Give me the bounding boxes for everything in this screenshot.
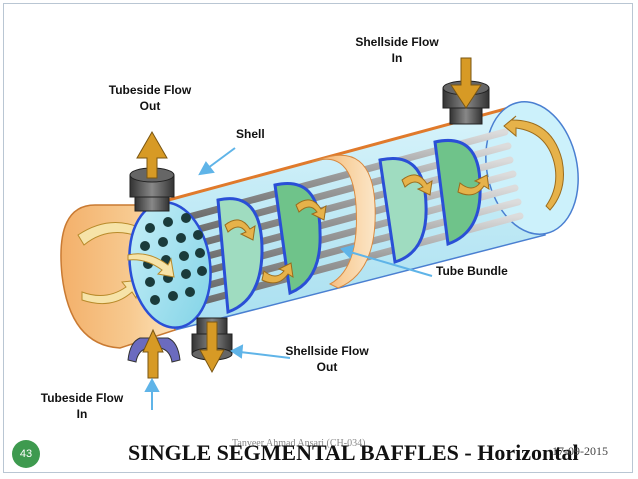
- tubeside-in-arrow: [142, 328, 164, 379]
- tubeside-in-nozzle: [127, 337, 181, 363]
- label-shell: Shell: [236, 127, 265, 141]
- footer-watermark: Tanveer Ahmad Ansari (CH-034): [232, 438, 366, 449]
- label-shellside-flow-in: Shellside Flow In: [352, 34, 442, 66]
- label-tubeside-in-line2: In: [76, 407, 88, 421]
- label-tubeside-out-line1: Tubeside Flow: [108, 83, 192, 97]
- slide-frame: [3, 3, 633, 473]
- label-pointers: [144, 147, 433, 410]
- slide-title: SINGLE SEGMENTAL BAFFLES - Horizontal: [128, 440, 579, 465]
- shellside-flow-arrows: [224, 115, 564, 284]
- label-shellside-flow-out: Shellside Flow Out: [282, 343, 372, 375]
- tubeside-out-nozzle: [129, 167, 175, 212]
- label-tubeside-flow-out: Tubeside Flow Out: [104, 82, 196, 114]
- label-tubeside-in-line1: Tubeside Flow: [40, 391, 124, 405]
- label-shellside-out-line2: Out: [316, 360, 338, 374]
- label-shellside-in-line2: In: [391, 51, 403, 65]
- shellside-out-arrow: [199, 321, 225, 374]
- slide-number-badge: 43: [12, 440, 40, 468]
- label-tubeside-out-line2: Out: [139, 99, 161, 113]
- label-shellside-out-line1: Shellside Flow: [285, 344, 369, 358]
- slide-date: 17-09-2015: [552, 444, 608, 458]
- tubeside-out-arrow: [136, 130, 168, 179]
- label-shellside-in-line1: Shellside Flow: [355, 35, 439, 49]
- label-tube-bundle: Tube Bundle: [436, 264, 508, 278]
- shellside-in-arrow: [450, 57, 482, 109]
- label-tubeside-flow-in: Tubeside Flow In: [38, 390, 126, 422]
